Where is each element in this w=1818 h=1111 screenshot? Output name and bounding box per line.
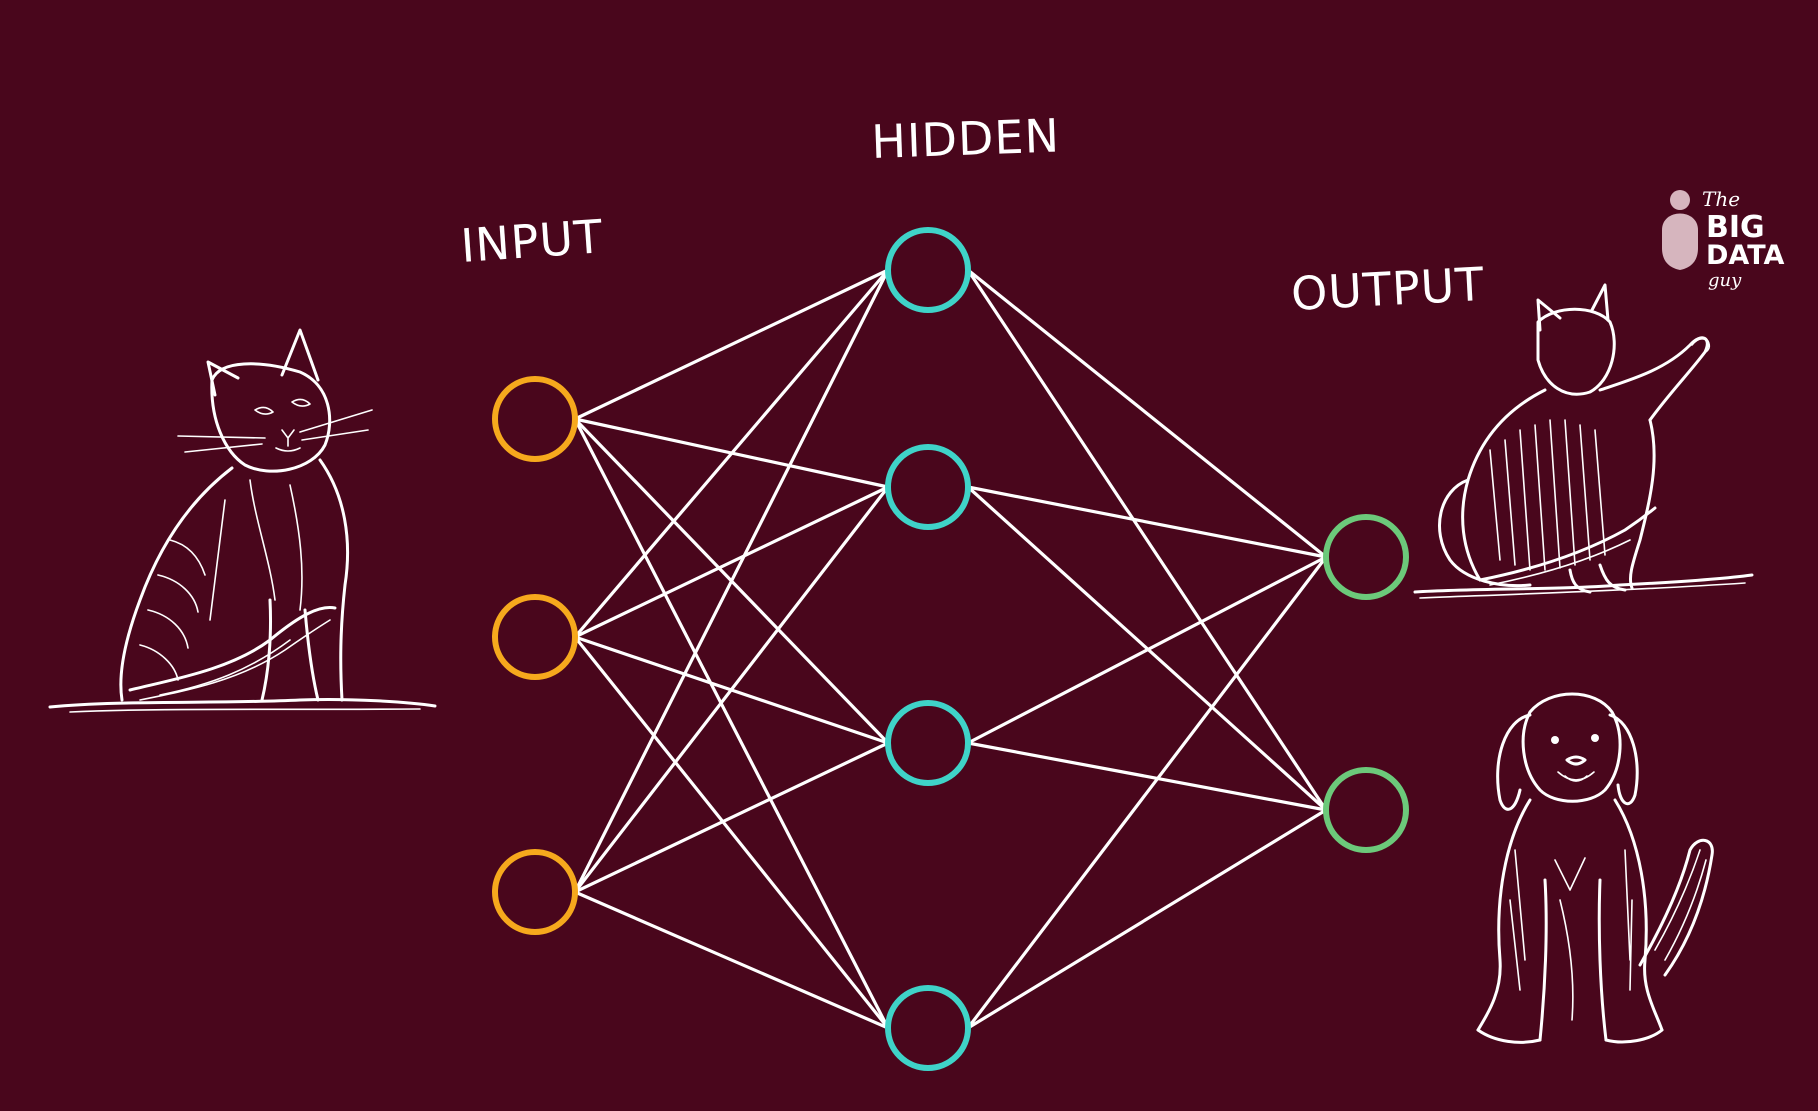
hidden-node-3 [888, 703, 968, 783]
input-label: INPUT [459, 209, 605, 273]
output-node-2 [1326, 770, 1406, 850]
input-node-2 [495, 597, 575, 677]
hidden-node-4 [888, 988, 968, 1068]
logo-head-icon [1662, 214, 1698, 271]
logo-line1: The [1702, 187, 1740, 211]
input-node-1 [495, 379, 575, 459]
hidden-node-1 [888, 230, 968, 310]
input-node-3 [495, 852, 575, 932]
dog-eye-right [1591, 734, 1599, 742]
logo-bun-icon [1670, 190, 1690, 210]
logo-line3: DATA [1706, 240, 1785, 271]
dog-eye-left [1551, 736, 1559, 744]
logo-line4: guy [1708, 270, 1742, 291]
hidden-label: HIDDEN [870, 108, 1060, 169]
output-label: OUTPUT [1290, 257, 1486, 321]
hidden-node-2 [888, 447, 968, 527]
output-node-1 [1326, 517, 1406, 597]
